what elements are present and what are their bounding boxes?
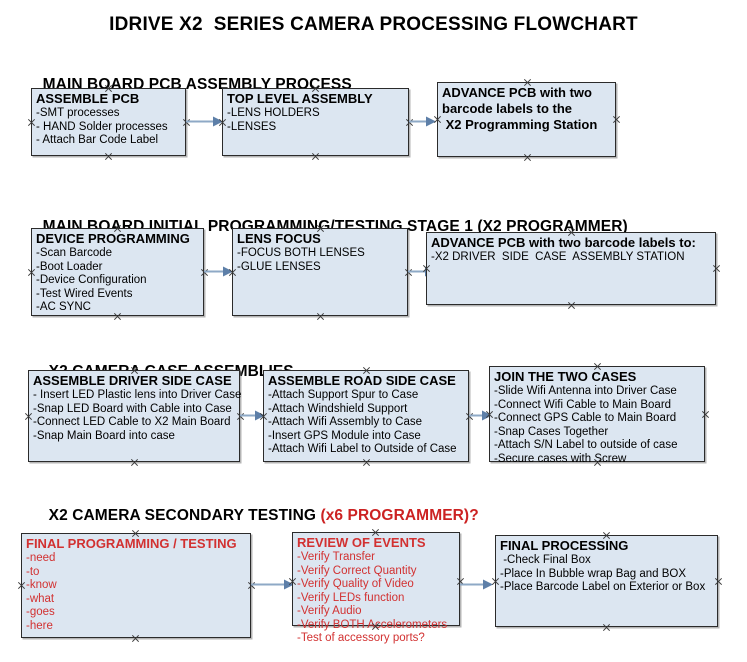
node-line: -LENS HOLDERS (227, 107, 320, 119)
node-line: -Attach S/N Label to outside of case (494, 439, 678, 451)
arrow-driver-case-to-road-case (240, 410, 265, 421)
node-line: -Verify Quality of Video (297, 578, 414, 590)
node-line: - Insert LED Plastic lens into Driver Ca… (33, 389, 242, 401)
node-line-overflow: -Test of accessory ports? (297, 632, 425, 644)
node-line: - Attach Bar Code Label (36, 134, 159, 146)
node-title: LENS FOCUS (237, 231, 321, 246)
node-line: -Slide Wifi Antenna into Driver Case (494, 385, 677, 397)
section-heading-4-text: X2 CAMERA SECONDARY TESTING (48, 507, 321, 524)
node-title-line2: barcode labels to the (442, 101, 573, 116)
node-title: FINAL PROCESSING (500, 538, 629, 553)
page-title: IDRIVE X2 SERIES CAMERA PROCESSING FLOWC… (109, 14, 638, 35)
node-top-level-assembly[interactable]: TOP LEVEL ASSEMBLY -LENS HOLDERS -LENSES (222, 88, 409, 156)
node-line: -SMT processes (36, 107, 120, 119)
arrow-final-programming-to-review-of-events (251, 579, 294, 590)
node-line: - HAND Solder processes (36, 120, 168, 133)
arrow-assemble-pcb-to-top-level (186, 116, 223, 127)
node-line: -Place In Bubble wrap Bag and BOX (500, 567, 687, 580)
node-line: -here (26, 619, 53, 632)
node-line: -Scan Barcode (36, 247, 113, 259)
node-line: -Boot Loader (36, 260, 103, 273)
node-line: -Verify Correct Quantity (297, 564, 417, 577)
node-line: -to (26, 565, 40, 578)
node-title: JOIN THE TWO CASES (494, 369, 637, 384)
node-join-the-two-cases[interactable]: JOIN THE TWO CASES -Slide Wifi Antenna i… (489, 366, 705, 465)
node-line: -need (26, 552, 56, 564)
node-line: -Device Configuration (36, 274, 147, 286)
node-title-line3: X2 Programming Station (442, 117, 598, 132)
node-line: -Snap Cases Together (494, 425, 609, 438)
node-line: -Snap LED Board with Cable into Case (33, 402, 232, 415)
node-line: -AC SYNC (36, 301, 91, 313)
node-line: -LENSES (227, 120, 277, 133)
node-final-programming-testing[interactable]: FINAL PROGRAMMING / TESTING -need -to -k… (21, 533, 251, 638)
node-line: -GLUE LENSES (237, 260, 321, 273)
node-line: -Attach Wifi Assembly to Case (268, 416, 423, 428)
node-title: ASSEMBLE DRIVER SIDE CASE (33, 373, 232, 388)
node-line: -Connect Wifi Cable to Main Board (494, 398, 672, 411)
node-line: -X2 DRIVER SIDE CASE ASSEMBLY STATION (431, 251, 685, 263)
node-line: -Secure cases with Screw (494, 452, 627, 465)
section-heading-4: X2 CAMERA SECONDARY TESTING (x6 PROGRAMM… (31, 489, 479, 543)
node-line: -Attach Wifi Label to Outside of Case (268, 443, 457, 455)
node-title: ADVANCE PCB with two barcode labels to: (431, 235, 696, 250)
node-assemble-driver-side-case[interactable]: ASSEMBLE DRIVER SIDE CASE - Insert LED P… (28, 370, 242, 462)
node-line: -Verify LEDs function (297, 591, 405, 604)
node-line: -Test Wired Events (36, 287, 133, 300)
node-review-of-events[interactable]: REVIEW OF EVENTS -Verify Transfer -Verif… (292, 532, 460, 644)
node-line: -Verify Transfer (297, 551, 375, 563)
node-line: -Verify BOTH Accelerometers (297, 618, 448, 631)
node-line: -Check Final Box (500, 554, 591, 566)
node-line: -Attach Windshield Support (268, 402, 408, 415)
node-line: -what (26, 592, 55, 605)
node-lens-focus[interactable]: LENS FOCUS -FOCUS BOTH LENSES -GLUE LENS… (232, 228, 408, 316)
arrow-device-programming-to-lens-focus (204, 266, 233, 277)
node-advance-pcb-driver-side-case[interactable]: ADVANCE PCB with two barcode labels to: … (426, 232, 716, 305)
arrow-top-level-to-advance-pcb (409, 116, 436, 127)
node-title: REVIEW OF EVENTS (297, 535, 426, 550)
node-line: -Place Barcode Label on Exterior or Box (500, 581, 706, 593)
node-line: -goes (26, 606, 55, 618)
node-title: DEVICE PROGRAMMING (36, 231, 190, 246)
node-final-processing[interactable]: FINAL PROCESSING -Check Final Box -Place… (495, 535, 718, 627)
node-title: ASSEMBLE PCB (36, 91, 140, 106)
node-line: -FOCUS BOTH LENSES (237, 247, 365, 259)
node-line: -Connect GPS Cable to Main Board (494, 412, 677, 424)
node-line: -Snap Main Board into case (33, 429, 175, 442)
node-assemble-road-side-case[interactable]: ASSEMBLE ROAD SIDE CASE -Attach Support … (263, 370, 469, 462)
node-line: -Insert GPS Module into Case (268, 429, 421, 442)
node-line: -Connect LED Cable to X2 Main Board (33, 416, 231, 428)
arrow-road-case-to-join-cases (469, 410, 492, 421)
node-title: FINAL PROGRAMMING / TESTING (26, 536, 237, 551)
node-title: TOP LEVEL ASSEMBLY (227, 91, 373, 106)
node-title: ADVANCE PCB with two (442, 85, 592, 100)
node-line: -Attach Support Spur to Case (268, 389, 419, 401)
node-line: -Verify Audio (297, 605, 362, 617)
arrow-review-of-events-to-final-processing (460, 579, 493, 590)
node-title: ASSEMBLE ROAD SIDE CASE (268, 373, 456, 388)
node-line: -know (26, 579, 57, 591)
node-advance-pcb-programming-station[interactable]: ADVANCE PCB with two barcode labels to t… (437, 82, 616, 157)
section-heading-4-accent: (x6 PROGRAMMER)? (320, 507, 479, 524)
node-device-programming[interactable]: DEVICE PROGRAMMING -Scan Barcode -Boot L… (31, 228, 204, 316)
node-assemble-pcb[interactable]: ASSEMBLE PCB -SMT processes - HAND Solde… (31, 88, 186, 156)
